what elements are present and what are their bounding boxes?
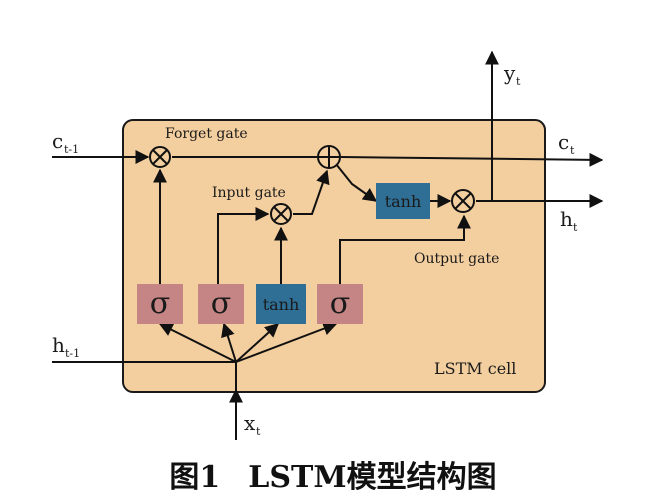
output-sigma-to-mult	[339, 214, 471, 284]
add-node	[317, 145, 341, 169]
output-gate-label: Output gate	[414, 251, 499, 267]
h-prev-label: h t-1	[52, 333, 80, 360]
input-mult-to-add	[293, 169, 330, 215]
svg-text:t-1: t-1	[64, 143, 79, 156]
figure-caption: 图1 LSTM模型结构图	[0, 452, 666, 496]
c-out-label: c t	[558, 130, 575, 157]
svg-text:tanh: tanh	[385, 192, 422, 211]
figure-title: LSTM模型结构图	[248, 460, 497, 495]
svg-text:t: t	[516, 75, 521, 88]
cell-to-output-tanh	[335, 163, 378, 202]
fan-to-forget-sigma	[158, 323, 237, 363]
y-out-label: y t	[503, 61, 521, 88]
input-multiply-node	[270, 203, 292, 225]
svg-text:t: t	[256, 425, 261, 438]
output-tanh-block: tanh	[376, 183, 430, 219]
output-multiply-node	[451, 189, 475, 213]
svg-text:h: h	[52, 333, 65, 357]
fan-to-tanh	[235, 323, 280, 363]
input-sigma-to-mult	[217, 207, 270, 284]
svg-text:t: t	[570, 144, 575, 157]
fan-to-input-sigma	[221, 322, 237, 363]
forget-sigma-block: σ	[137, 284, 183, 324]
c-prev-label: c t-1	[52, 129, 79, 156]
cell-state-output-line	[340, 152, 604, 167]
svg-text:c: c	[558, 130, 569, 154]
svg-text:σ: σ	[150, 286, 170, 321]
forget-gate-label: Forget gate	[165, 126, 248, 142]
input-sigma-block: σ	[198, 284, 244, 324]
h-out-label: h t	[560, 207, 578, 234]
svg-text:σ: σ	[330, 286, 350, 321]
svg-text:x: x	[244, 411, 256, 435]
forget-multiply-node	[149, 146, 171, 168]
svg-text:h: h	[560, 207, 573, 231]
figure-number: 图1	[169, 460, 221, 495]
x-label: x t	[244, 411, 261, 438]
input-gate-label: Input gate	[212, 185, 286, 201]
svg-text:σ: σ	[211, 286, 231, 321]
svg-text:c: c	[52, 129, 63, 153]
svg-text:y: y	[503, 61, 516, 85]
svg-text:t-1: t-1	[65, 347, 80, 360]
output-sigma-block: σ	[317, 284, 363, 324]
svg-text:tanh: tanh	[263, 295, 300, 314]
svg-text:t: t	[573, 221, 578, 234]
lstm-cell-label: LSTM cell	[434, 359, 516, 378]
input-tanh-block: tanh	[256, 284, 306, 324]
fan-to-output-sigma	[235, 321, 338, 363]
